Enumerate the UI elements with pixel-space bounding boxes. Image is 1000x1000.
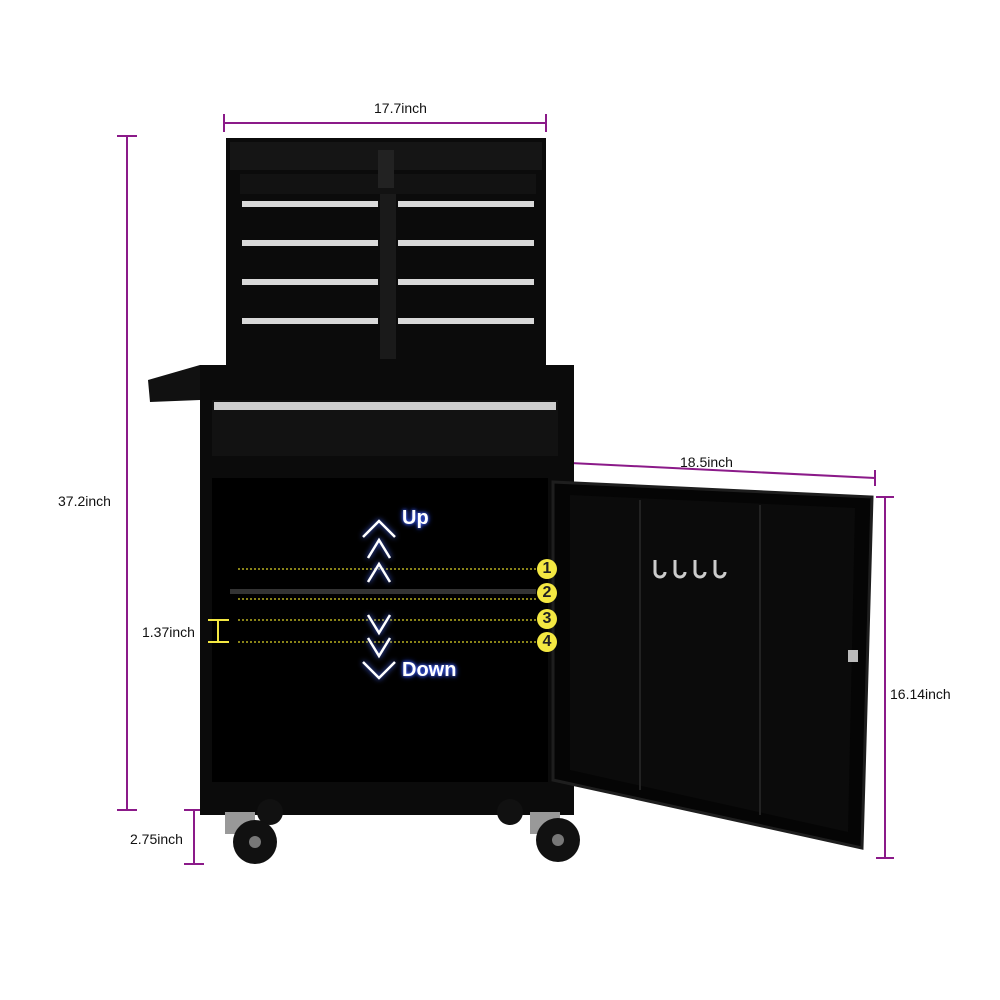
- spacing-marker: [208, 619, 229, 643]
- hooks: [653, 560, 727, 579]
- down-arrow-icon: [362, 614, 396, 680]
- door-width-dimension-line: [549, 461, 876, 479]
- position-marker-2: 2: [537, 583, 557, 603]
- position-marker-3: 3: [537, 609, 557, 629]
- height-label: 37.2inch: [58, 493, 111, 509]
- dimension-lines: [117, 114, 894, 865]
- caster-height-label: 2.75inch: [130, 831, 183, 847]
- cabinet-door: [551, 480, 874, 850]
- drawer-handles: [242, 201, 534, 324]
- door-width-label: 18.5inch: [680, 454, 733, 470]
- door-height-label: 16.14inch: [890, 686, 951, 702]
- up-arrow-icon: [362, 519, 396, 583]
- width-label: 17.7inch: [374, 100, 427, 116]
- shelf-spacing-label: 1.37inch: [142, 624, 195, 640]
- caster-wheels: [225, 799, 580, 864]
- lower-cabinet: [148, 365, 574, 815]
- lock-icon: [848, 650, 858, 662]
- position-marker-4: 4: [537, 632, 557, 652]
- top-chest: [226, 138, 546, 366]
- position-marker-1: 1: [537, 559, 557, 579]
- up-label: Up: [402, 507, 429, 529]
- down-label: Down: [402, 659, 457, 681]
